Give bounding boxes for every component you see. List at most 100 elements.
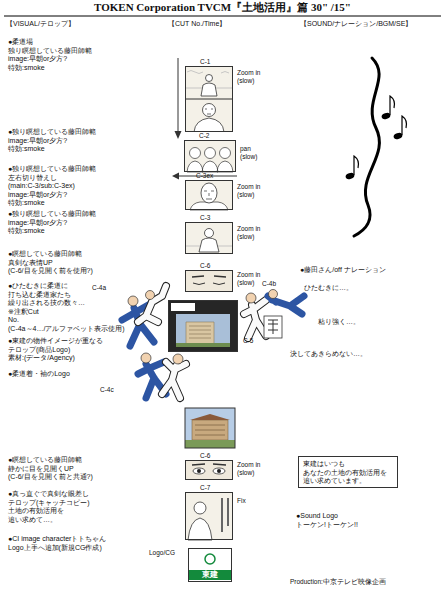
logo-background <box>188 548 232 582</box>
master-head <box>205 229 214 238</box>
company-logo: 東建 <box>189 570 231 580</box>
cut-number: Logo/CG <box>149 549 175 557</box>
cut-number: C-5 <box>243 337 253 345</box>
panel-background <box>185 270 233 292</box>
property-building <box>186 322 214 345</box>
camera-move: pan (slow) <box>240 145 264 160</box>
sign-mark <box>268 320 278 334</box>
narration-line: ひたむきに…。 <box>304 284 353 293</box>
frame-divider <box>185 99 233 100</box>
master-head <box>190 148 201 159</box>
cut-panel: C-6Zoom in (slow) <box>185 270 233 292</box>
cut-number: C-1 <box>200 58 210 66</box>
cut-number: C-7 <box>200 484 210 492</box>
master-body <box>199 238 219 252</box>
camera-move: Zoom in (slow) <box>237 461 267 476</box>
camera-move: Zoom in (slow) <box>237 183 267 198</box>
building-roof <box>190 414 230 420</box>
judoka-head <box>246 293 256 303</box>
sound-logo-note: ●Sound Logo トーケン!トーケン!! <box>296 512 368 529</box>
telop-lines <box>222 498 228 532</box>
building-ground <box>185 440 235 448</box>
panel-background <box>184 140 236 172</box>
cut-number: C-3 <box>200 214 210 222</box>
zoom-arrow-line <box>178 58 179 132</box>
sound-note: ●藤田さん/off ナレーション <box>300 266 386 275</box>
judoka-white <box>244 300 266 338</box>
pupil <box>197 469 201 473</box>
master-head <box>194 502 206 514</box>
master-body <box>188 518 212 540</box>
visual-note: ●瞑想している藤田師範 静かに目を見開くUP (C-6/目を見開く前と共通?) <box>8 456 158 482</box>
column-header: 【CUT No./Time】 <box>168 20 226 29</box>
master-head <box>203 104 216 117</box>
music-note-stem <box>402 116 407 135</box>
property-screen <box>168 300 238 352</box>
narration-line: 粘り強く…。 <box>318 318 360 327</box>
panel-background <box>185 460 233 480</box>
panel-background <box>185 222 233 254</box>
column-header: 【SOUND/ナレーション/BGM/SE】 <box>300 20 412 29</box>
visual-note: ●ひたむきに柔道に 打ち込む柔道家たち 繰り出される技の数々… ※注釈Cut N… <box>8 282 158 333</box>
panel-background <box>185 492 233 540</box>
master-body <box>201 83 217 96</box>
bgm-swirl <box>354 58 379 236</box>
narration-box: 東建はいつも あなたの土地の有効活用を 追い求めています。 <box>298 456 398 488</box>
judoka-white <box>138 286 166 322</box>
sign-board <box>264 316 282 338</box>
panel-background <box>185 66 233 132</box>
judoka-white <box>162 362 186 398</box>
visual-note: ●CI image characterトトちゃん Logo上手へ追加(新規CG作… <box>8 535 108 552</box>
master-body <box>187 161 233 172</box>
cut-number: C-6 <box>200 262 210 270</box>
judoka-head <box>146 291 155 300</box>
master-head <box>205 148 216 159</box>
eyebrows <box>192 276 226 277</box>
cut-panel: C-3Zoom in (slow) <box>185 222 233 254</box>
cut-number: C-4c <box>100 386 114 394</box>
visual-note: ●独り瞑想している藤田師範 image:早朝or夕方? 特効:smoke <box>8 210 158 236</box>
judoka-head <box>128 296 138 306</box>
face-features <box>204 191 214 199</box>
visual-note: ●独り瞑想している藤田師範 左右切り替えし (main:C-3/sub:C-3e… <box>8 165 158 208</box>
visual-note: ●東建の物件イメージが重なる テロップ(商品Logo) 素材:(データ/Agen… <box>8 337 158 363</box>
eyebrows <box>192 464 226 465</box>
camera-move: Fix <box>237 497 246 505</box>
cut-number: C-4b <box>262 280 276 288</box>
cut-number: C-6 <box>200 452 210 460</box>
cut-number: C-2 <box>199 132 209 140</box>
camera-move: Zoom in (slow) <box>237 225 267 240</box>
master-head <box>206 75 213 82</box>
master-face <box>201 183 217 203</box>
pupil <box>217 469 221 473</box>
zoom-arrow-head <box>175 131 182 139</box>
judoka-head <box>173 354 183 364</box>
cut-number: C-4a <box>92 284 106 292</box>
panel-background <box>185 180 233 210</box>
master-head <box>220 148 231 159</box>
master-body <box>194 118 224 132</box>
narration-text: 東建はいつも あなたの土地の有効活用を 追い求めています。 <box>303 460 395 486</box>
property-sky <box>176 314 230 347</box>
property-building <box>192 420 228 440</box>
camera-move: Zoom in (slow) <box>237 69 267 84</box>
cut-panel: C-5 <box>168 300 238 352</box>
judoka-head <box>269 290 278 299</box>
smoke-effect <box>187 71 229 74</box>
building-sky <box>185 408 235 448</box>
cut-panel: C-7Fix <box>185 492 233 540</box>
cut-panel: C-1Zoom in (slow) <box>185 66 233 132</box>
judoka-head <box>141 353 151 363</box>
closed-eyes <box>193 283 225 285</box>
judoka-white-outline <box>162 362 186 398</box>
music-note-stem <box>390 96 395 115</box>
building-windows <box>189 326 211 338</box>
cut-panel: C-2pan (slow) <box>184 140 236 172</box>
narration-line: 決してあきらめない…。 <box>290 350 367 359</box>
judoka-white-outline <box>138 286 166 322</box>
music-note-stem <box>354 156 359 175</box>
logo-panel: Logo/CG東建 <box>188 548 232 582</box>
judoka-white-outline <box>244 300 266 338</box>
building-windows <box>195 425 225 435</box>
